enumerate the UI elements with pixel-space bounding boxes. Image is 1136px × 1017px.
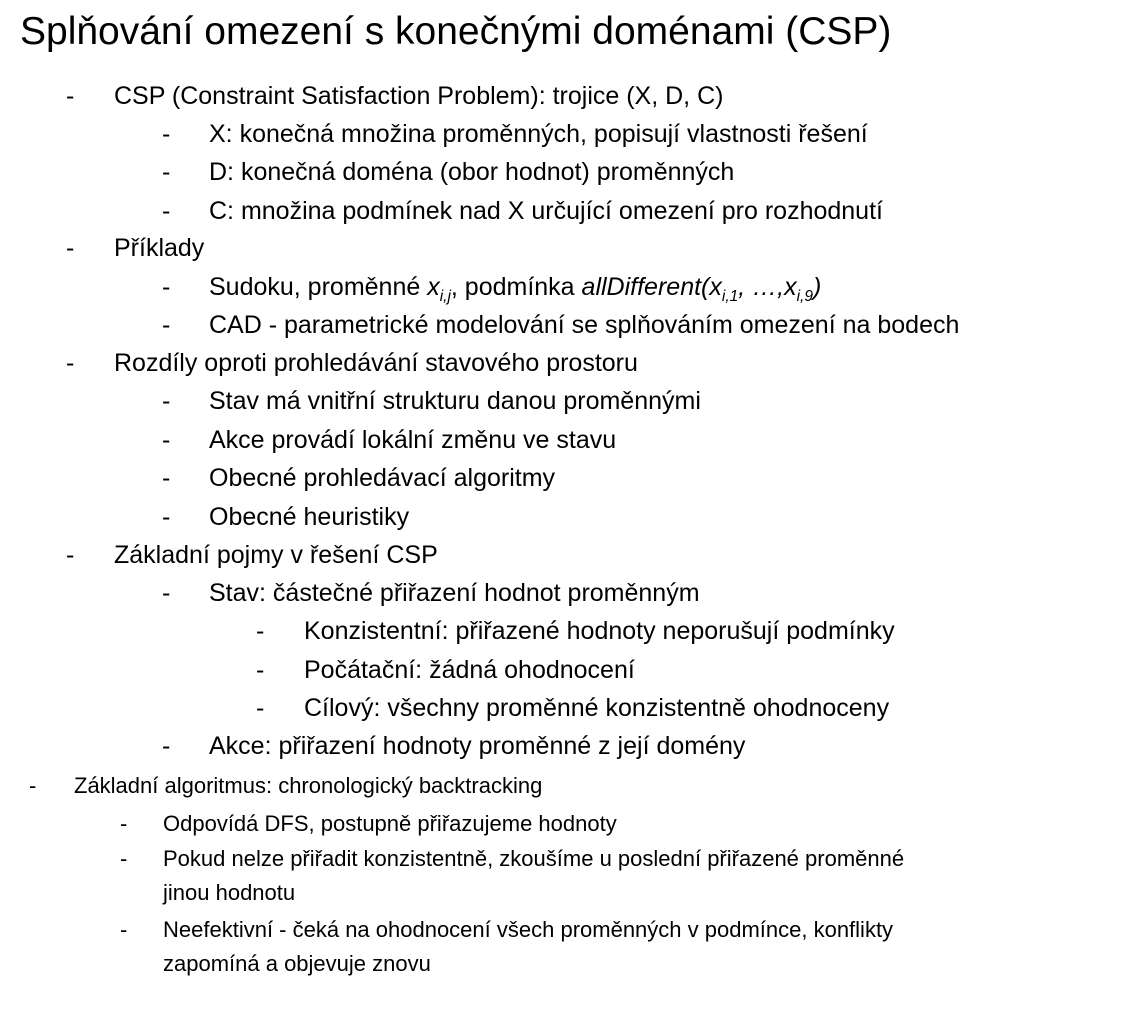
bullet-dash: - [162, 311, 171, 339]
bullet-diff-1: Stav má vnitřní strukturu danou proměnný… [209, 387, 701, 415]
bullet-dash: - [120, 917, 128, 942]
bullet-dash: - [256, 617, 265, 645]
bullet-dash: - [256, 694, 265, 722]
bullet-algo-3: Neefektivní - čeká na ohodnocení všech p… [163, 917, 894, 942]
bullet-dash: - [162, 732, 171, 760]
sudoku-var: xi,j [427, 273, 451, 304]
bullet-goal: Cílový: všechny proměnné konzistentně oh… [304, 694, 890, 722]
bullet-differences: Rozdíly oproti prohledávání stavového pr… [114, 349, 638, 377]
bullet-dash: - [162, 387, 171, 415]
bullet-algorithm: Základní algoritmus: chronologický backt… [74, 773, 543, 798]
bullet-state: Stav: částečné přiřazení hodnot proměnný… [209, 579, 700, 607]
bullet-diff-4: Obecné heuristiky [209, 503, 410, 531]
bullet-dash: - [162, 464, 171, 492]
bullet-csp-x: X: konečná množina proměnných, popisují … [209, 120, 868, 148]
alldifferent-fn: allDifferent(x [581, 273, 722, 301]
bullet-cad: CAD - parametrické modelování se splňová… [209, 311, 960, 339]
alldifferent-sub-9: i,9 [796, 288, 813, 305]
bullet-dash: - [66, 82, 75, 110]
bullet-dash: - [66, 234, 75, 262]
bullet-sudoku: Sudoku, proměnné xi,j, podmínka allDiffe… [209, 272, 822, 304]
bullet-csp: CSP (Constraint Satisfaction Problem): t… [114, 82, 724, 110]
bullet-dash: - [29, 773, 37, 798]
bullet-dash: - [162, 197, 171, 225]
bullet-dash: - [162, 120, 171, 148]
bullet-csp-d: D: konečná doména (obor hodnot) proměnný… [209, 158, 735, 186]
bullet-initial: Počátační: žádná ohodnocení [304, 656, 635, 684]
sudoku-var-x: x [427, 273, 440, 301]
bullet-dash: - [120, 846, 128, 871]
sudoku-text-2: , podmínka [450, 273, 582, 301]
bullet-dash: - [162, 426, 171, 454]
bullet-basics: Základní pojmy v řešení CSP [114, 541, 438, 569]
bullet-examples: Příklady [114, 234, 205, 262]
bullet-algo-2-cont: jinou hodnotu [163, 880, 296, 905]
page-title: Splňování omezení s konečnými doménami (… [20, 10, 892, 53]
bullet-dash: - [66, 541, 75, 569]
bullet-diff-3: Obecné prohledávací algoritmy [209, 464, 556, 492]
bullet-algo-2: Pokud nelze přiřadit konzistentně, zkouš… [163, 846, 905, 871]
bullet-algo-1: Odpovídá DFS, postupně přiřazujeme hodno… [163, 811, 617, 836]
bullet-dash: - [162, 579, 171, 607]
clipped-edge [0, 763, 1136, 773]
bullet-consistent: Konzistentní: přiřazené hodnoty neporušu… [304, 617, 895, 645]
bullet-dash: - [162, 503, 171, 531]
bullet-action: Akce: přiřazení hodnoty proměnné z její … [209, 732, 746, 760]
bullet-diff-2: Akce provádí lokální změnu ve stavu [209, 426, 617, 454]
alldifferent-sub-1: i,1 [721, 288, 739, 305]
bullet-dash: - [256, 656, 265, 684]
bullet-dash: - [120, 811, 128, 836]
bullet-csp-c: C: množina podmínek nad X určující omeze… [209, 197, 883, 225]
sudoku-text: Sudoku, proměnné [209, 273, 428, 301]
bullet-dash: - [66, 349, 75, 377]
bullet-dash: - [162, 158, 171, 186]
alldifferent-mid: , …,x [738, 273, 797, 301]
bullet-dash: - [162, 273, 171, 301]
alldifferent-end: ) [812, 273, 822, 301]
sudoku-alldifferent: allDifferent(xi,1, …,xi,9) [581, 273, 822, 304]
sudoku-var-sub: i,j [439, 288, 451, 305]
bullet-algo-3-cont: zapomíná a objevuje znovu [163, 951, 431, 976]
